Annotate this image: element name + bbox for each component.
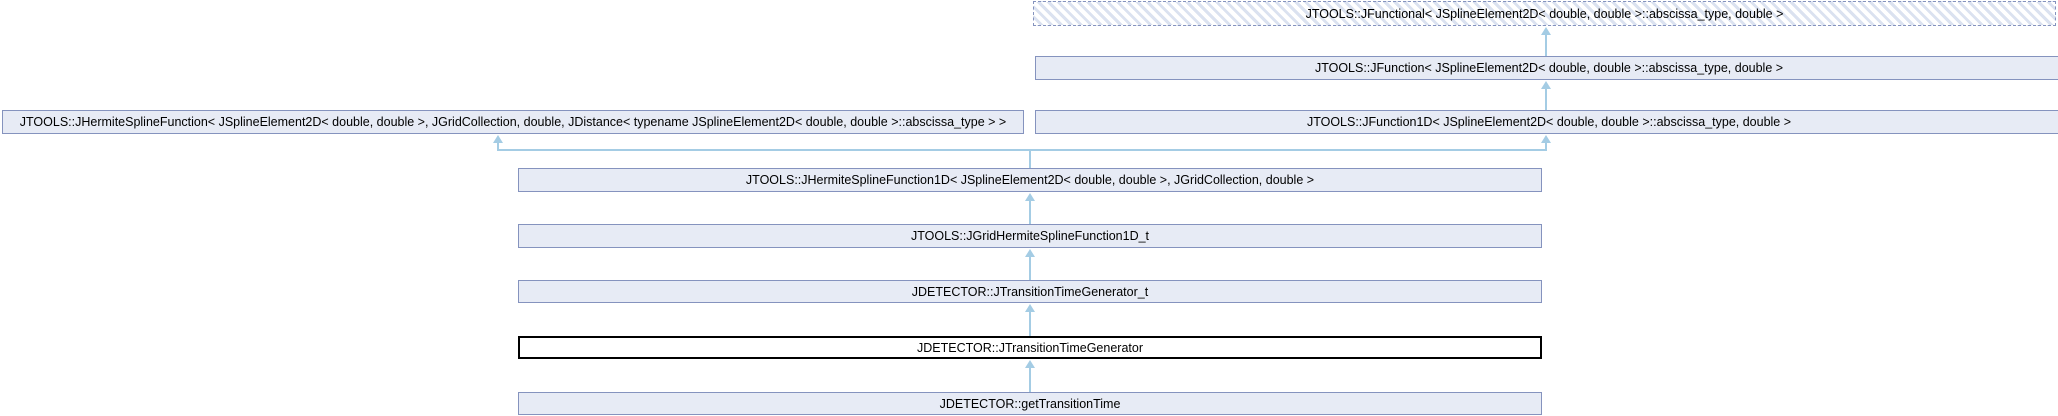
inheritance-arrowhead	[1025, 193, 1035, 201]
node-jdetector-jtransitiontimegenerator-t[interactable]: JDETECTOR::JTransitionTimeGenerator_t	[518, 280, 1542, 303]
inheritance-arrowhead	[493, 135, 503, 143]
inheritance-arrowhead	[1541, 81, 1551, 89]
node-jtools-jgridhermitesplinefunction1d-t[interactable]: JTOOLS::JGridHermiteSplineFunction1D_t	[518, 224, 1542, 248]
inheritance-arrow-line	[1029, 255, 1031, 280]
inheritance-arrowhead	[1025, 304, 1035, 312]
inheritance-arrow-line	[1029, 366, 1031, 392]
inheritance-arrowhead	[1025, 249, 1035, 257]
inheritance-arrow-line	[1545, 141, 1547, 151]
node-jtools-jhermitesplinefunction1d[interactable]: JTOOLS::JHermiteSplineFunction1D< JSplin…	[518, 168, 1542, 192]
node-jtools-jfunction1d[interactable]: JTOOLS::JFunction1D< JSplineElement2D< d…	[1035, 110, 2058, 134]
inheritance-arrowhead	[1025, 360, 1035, 368]
inheritance-junction-line	[497, 149, 1547, 151]
inheritance-arrow-line	[1029, 310, 1031, 336]
inheritance-arrow-stem	[1029, 150, 1031, 168]
inheritance-arrow-line	[497, 141, 499, 151]
inheritance-arrow-line	[1029, 199, 1031, 224]
node-jdetector-gettransitiontime[interactable]: JDETECTOR::getTransitionTime	[518, 392, 1542, 415]
inheritance-arrowhead	[1541, 135, 1551, 143]
node-jdetector-jtransitiontimegenerator-current: JDETECTOR::JTransitionTimeGenerator	[518, 336, 1542, 359]
node-jtools-jfunction[interactable]: JTOOLS::JFunction< JSplineElement2D< dou…	[1035, 56, 2058, 80]
node-jtools-jhermitesplinefunction[interactable]: JTOOLS::JHermiteSplineFunction< JSplineE…	[2, 110, 1024, 134]
inheritance-arrowhead	[1541, 27, 1551, 35]
inheritance-arrow-line	[1545, 87, 1547, 110]
node-jtools-jfunctional[interactable]: JTOOLS::JFunctional< JSplineElement2D< d…	[1033, 1, 2056, 26]
inheritance-arrow-line	[1545, 33, 1547, 56]
